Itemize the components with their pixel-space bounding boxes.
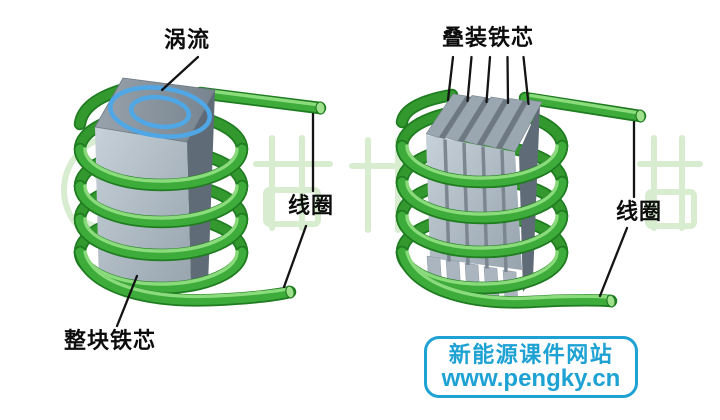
wire-end-cap (315, 101, 326, 115)
coil-label-right: 线圈 (616, 199, 663, 224)
lamination-stack-top (425, 93, 543, 152)
solid-core-label: 整块铁芯 (64, 328, 157, 353)
wire-end-cap (635, 109, 646, 123)
leader-line-lamination (506, 55, 510, 105)
site-name: 新能源课件网站 (448, 341, 614, 367)
coil-top-lead (193, 86, 327, 115)
wire-end-cap (606, 294, 616, 308)
solid-core-assembly (73, 77, 327, 307)
core-front-face (426, 135, 522, 270)
leader-line-lamination (522, 55, 530, 106)
leader-line-lamination (466, 55, 473, 103)
leader-line-coil-right-bottom (598, 226, 629, 298)
leader-line-lamination (485, 55, 492, 104)
lamination-gap (477, 99, 510, 146)
laminated-iron-core (425, 93, 543, 304)
leader-line-eddy (160, 55, 200, 92)
wire-end-cap (285, 285, 295, 299)
coil-top-lead (518, 91, 647, 123)
laminated-core-assembly (395, 88, 647, 309)
coil-front-turns (395, 139, 569, 295)
site-watermark-box: 新能源课件网站 www.pengky.cn (424, 336, 638, 398)
coil-bottom-lead (73, 245, 297, 307)
leader-line-solid-core (115, 274, 139, 328)
leader-line-lamination (446, 55, 455, 102)
coil-bottom-lead (395, 245, 618, 309)
leader-lines (115, 55, 636, 328)
eddy-current-label: 涡流 (164, 27, 211, 52)
leader-line-coil-left-bottom (282, 224, 308, 289)
lamination-top-face (501, 99, 543, 152)
lamination-gap (439, 96, 472, 139)
core-right-face (187, 90, 215, 291)
lamination-gap (458, 97, 491, 143)
laminated-core-label: 叠装铁芯 (442, 25, 535, 50)
site-url: www.pengky.cn (441, 364, 621, 392)
lamination-gap (496, 100, 529, 150)
coil-label-left: 线圈 (288, 193, 335, 218)
